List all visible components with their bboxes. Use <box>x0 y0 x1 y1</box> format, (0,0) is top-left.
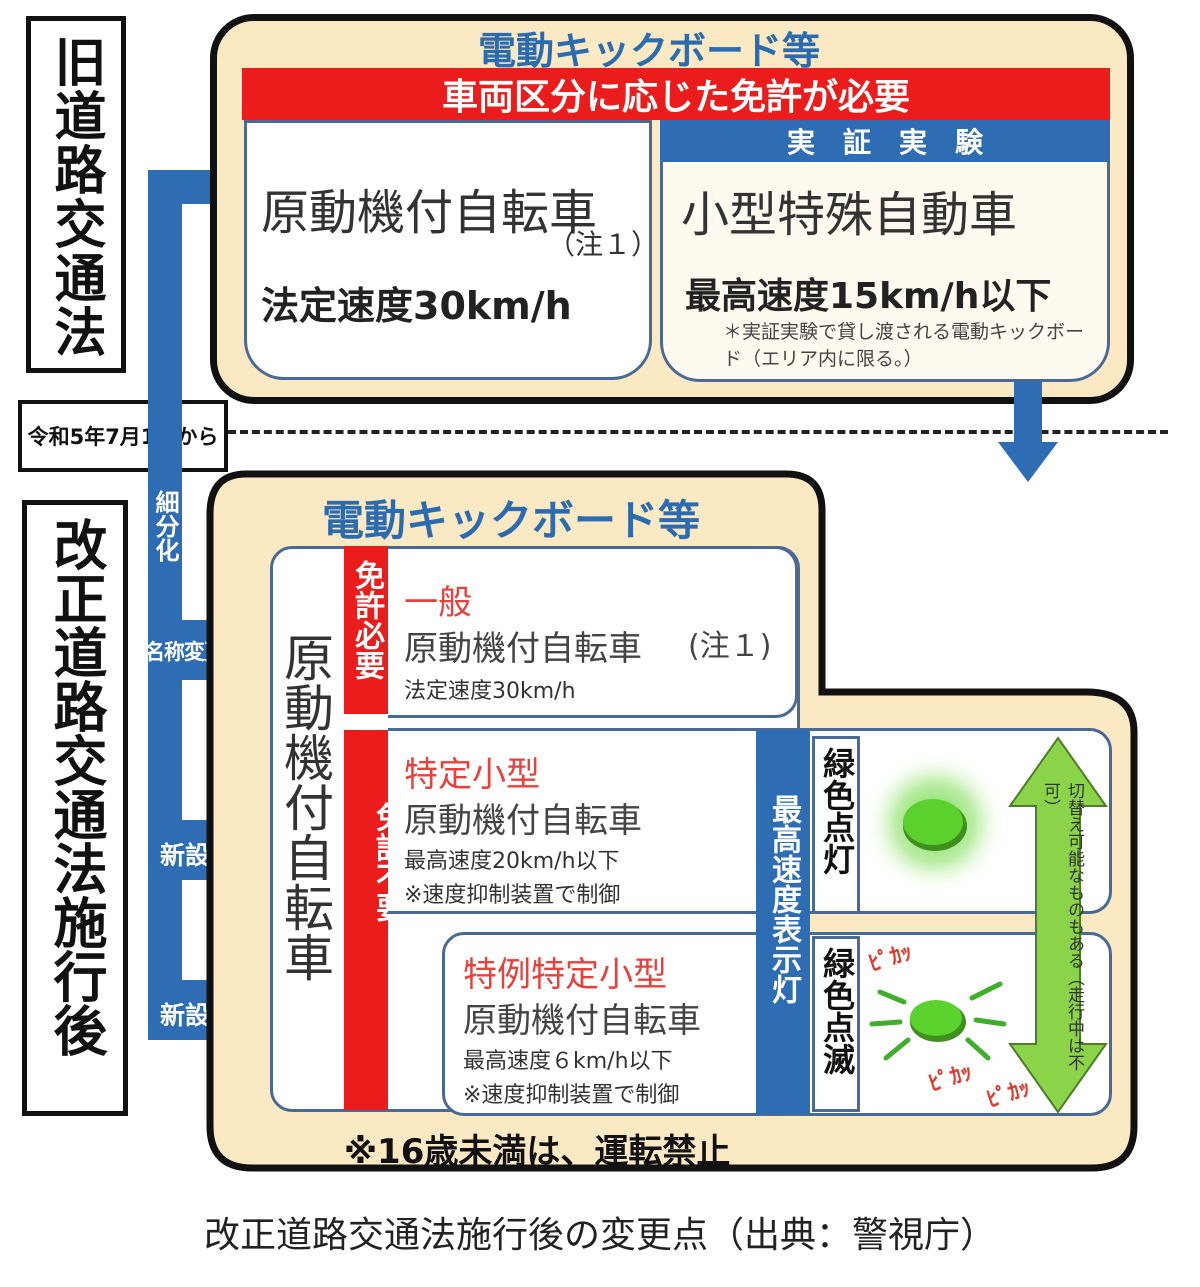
old-law-label: 旧道路交通法 <box>26 16 126 373</box>
old-special-card: 実 証 実 験 小型特殊自動車 最高速度15km/h以下 ＊実証実験で貸し渡され… <box>660 120 1110 382</box>
age-note: ※16歳未満は、運転禁止 <box>344 1132 731 1172</box>
green-lamp-blink <box>869 981 1007 1061</box>
new-label-2: 新設 <box>160 1001 211 1030</box>
switch-note: 切替え可能なものもある（走行中は不可） <box>1040 782 1084 1071</box>
new-law-label: 改正道路交通法施行後 <box>22 500 128 1116</box>
figure-caption: 改正道路交通法施行後の変更点（出典：警視庁） <box>203 1215 996 1256</box>
specific-small-card: 特定小型 原動機付自転車 最高速度20km/h以下 ※速度抑制装置で制御 <box>388 728 1112 914</box>
old-title: 電動キックボード等 <box>478 29 821 73</box>
date-label: 令和5年7月1日から <box>18 400 228 472</box>
moped-group-label: 原動機付自転車 <box>276 632 334 982</box>
switch-double-arrow <box>1008 736 1108 1114</box>
speed-indicator-band: 最高速度表示灯 <box>756 730 810 1114</box>
new-label-1: 新設 <box>160 841 211 870</box>
down-arrow <box>998 382 1058 482</box>
subdivide-label: 細分化 <box>151 490 179 562</box>
general-card: 一般 原動機付自転車 (注１) 法定速度30km/h <box>388 546 798 718</box>
license-not-required-band: 免許不要 <box>344 730 405 1110</box>
license-required-band: 免許必要 <box>344 546 388 714</box>
old-moped-card: 原動機付自転車 （注１） 法定速度30km/h <box>244 120 659 380</box>
green-blink-label-box: 緑色点滅 <box>812 936 860 1112</box>
pilot-header: 実 証 実 験 <box>660 120 1110 162</box>
separator-line <box>228 430 1168 434</box>
license-banner: 車両区分に応じた免許が必要 <box>242 68 1110 120</box>
green-on-label-box: 緑色点灯 <box>812 736 860 914</box>
new-title: 電動キックボード等 <box>322 496 701 545</box>
green-lamp-on <box>863 751 1007 895</box>
